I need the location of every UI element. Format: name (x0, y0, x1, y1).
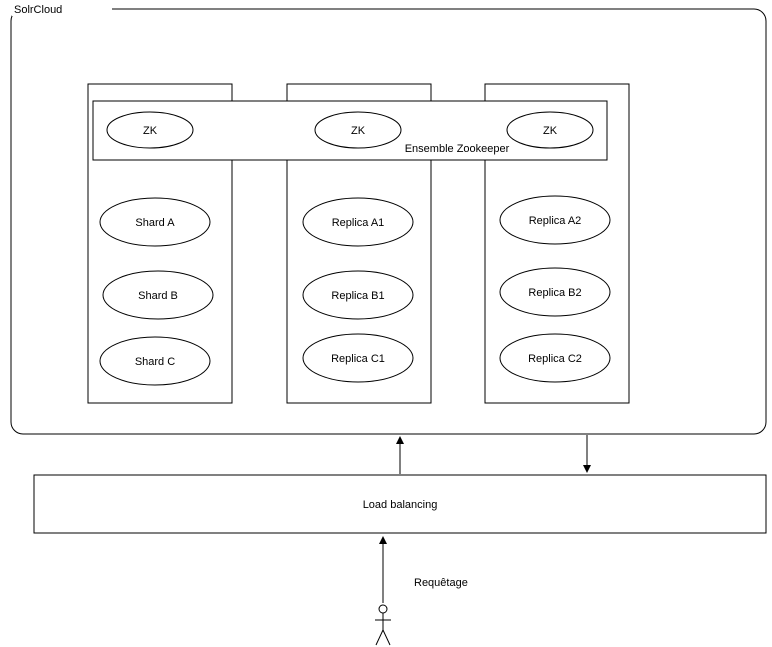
zk-node-label: ZK (143, 125, 158, 137)
replica-node-label: Replica C2 (528, 353, 582, 365)
zk-node-shape (106, 111, 194, 149)
actor-icon (375, 604, 391, 646)
replica-node-label: Replica C1 (331, 353, 385, 365)
shard-node-label: Shard B (138, 290, 178, 302)
zk-node: ZK (314, 111, 402, 149)
shard-node-shape (99, 336, 211, 386)
shard-node: Shard C (99, 336, 211, 386)
replica-node-shape (302, 197, 414, 247)
replica-node: Replica A2 (499, 195, 611, 245)
replica-node: Replica C1 (302, 333, 414, 383)
solrcloud-container (10, 8, 767, 435)
replica-node-label: Replica A2 (529, 215, 582, 227)
node-box-replicas-2 (484, 83, 630, 404)
node-columns: Shard A Shard B Shard C Replica A1 Replica B… (99, 195, 611, 386)
replica-node-label: Replica A1 (332, 217, 385, 229)
zk-node: ZK (506, 111, 594, 149)
shard-node-label: Shard A (135, 217, 175, 229)
zk-node: ZK (106, 111, 194, 149)
shard-node: Shard B (102, 270, 214, 320)
solrcloud-label: SolrCloud (14, 4, 62, 16)
client-request-label: Requêtage (414, 577, 468, 589)
zk-node-label: ZK (351, 125, 366, 137)
shard-node-label: Shard C (135, 356, 175, 368)
zookeeper-nodes: ZK ZK ZK (106, 111, 594, 149)
replica-node-shape (499, 195, 611, 245)
replica-node-shape (302, 270, 414, 320)
load-balancer-label: Load balancing (363, 499, 438, 511)
load-balancer-box (33, 474, 767, 534)
replica-node-label: Replica B1 (331, 290, 384, 302)
replica-node-shape (302, 333, 414, 383)
replica-node: Replica B2 (499, 267, 611, 317)
node-box-replicas-1 (286, 83, 432, 404)
shard-node-shape (102, 270, 214, 320)
zk-node-shape (506, 111, 594, 149)
replica-node: Replica B1 (302, 270, 414, 320)
solrcloud-label-bg (12, 2, 112, 16)
shard-node: Shard A (99, 197, 211, 247)
zookeeper-ensemble-label: Ensemble Zookeeper (405, 143, 510, 155)
zk-node-shape (314, 111, 402, 149)
replica-node: Replica C2 (499, 333, 611, 383)
replica-node-label: Replica B2 (528, 287, 581, 299)
zk-node-label: ZK (543, 125, 558, 137)
shard-node-shape (99, 197, 211, 247)
replica-node-shape (499, 267, 611, 317)
node-box-shards (87, 83, 233, 404)
replica-node-shape (499, 333, 611, 383)
replica-node: Replica A1 (302, 197, 414, 247)
